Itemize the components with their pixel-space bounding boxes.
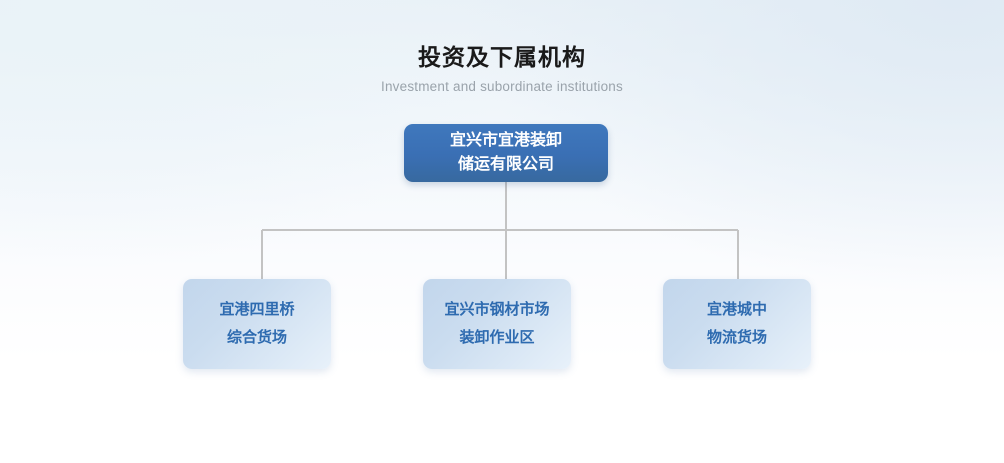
page-subtitle: Investment and subordinate institutions xyxy=(381,79,623,94)
page-heading: 投资及下属机构 Investment and subordinate insti… xyxy=(0,42,1004,96)
org-node-child-2-line1: 宜兴市钢材市场 xyxy=(444,301,550,318)
page-title: 投资及下属机构 xyxy=(418,44,586,70)
org-node-child-1-line2: 综合货场 xyxy=(226,329,287,346)
org-node-child-2-line2: 装卸作业区 xyxy=(459,329,535,346)
org-node-child-1[interactable]: 宜港四里桥 综合货场 xyxy=(183,279,331,369)
org-node-child-1-line1: 宜港四里桥 xyxy=(219,301,295,318)
org-node-child-2[interactable]: 宜兴市钢材市场 装卸作业区 xyxy=(423,279,571,369)
org-node-root[interactable]: 宜兴市宜港装卸 储运有限公司 xyxy=(404,124,608,182)
org-node-child-3-line1: 宜港城中 xyxy=(706,301,767,318)
org-node-child-3-line2: 物流货场 xyxy=(706,329,767,346)
org-node-root-line2: 储运有限公司 xyxy=(457,156,554,173)
org-node-root-line1: 宜兴市宜港装卸 xyxy=(449,132,562,149)
org-node-child-3[interactable]: 宜港城中 物流货场 xyxy=(663,279,811,369)
